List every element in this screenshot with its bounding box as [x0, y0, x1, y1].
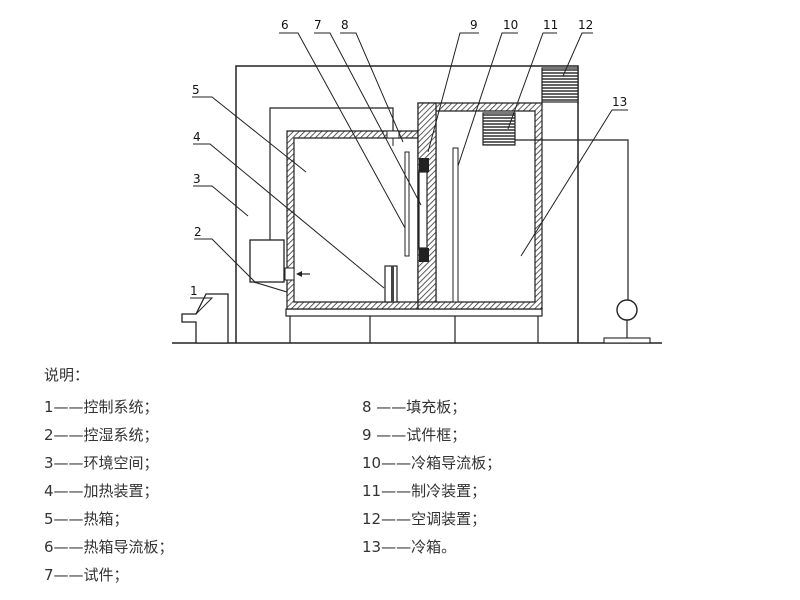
callout-7: 7	[314, 18, 322, 32]
cold-box-baffle	[452, 147, 459, 303]
legend-item: 13——冷箱。	[362, 538, 457, 556]
hot-box-wall	[286, 130, 419, 310]
air-conditioning-unit	[541, 67, 579, 103]
legend-item: 6——热箱导流板；	[44, 538, 174, 556]
environment-space	[235, 65, 579, 343]
callout-4: 4	[193, 130, 201, 144]
fill-plate-top	[419, 158, 429, 172]
leader-lines	[190, 32, 628, 315]
callout-10: 10	[503, 18, 518, 32]
legend-item: 9 ——试件框；	[362, 426, 467, 444]
hot-box-baffle	[404, 151, 410, 257]
legend-item: 10——冷箱导流板；	[362, 454, 502, 472]
callout-3: 3	[193, 172, 201, 186]
heating-device-bar	[391, 266, 394, 302]
cold-box-wall	[417, 102, 543, 310]
callout-1: 1	[190, 284, 198, 298]
humidity-inlet	[284, 267, 295, 281]
gauge-base	[603, 337, 651, 344]
callout-6: 6	[281, 18, 289, 32]
callout-13: 13	[612, 95, 627, 109]
humidity-arrow-head	[296, 271, 302, 277]
humidity-control-system	[249, 239, 285, 283]
legend-item: 2——控湿系统；	[44, 426, 159, 444]
fill-plate-bottom	[419, 248, 429, 262]
legend-item: 1——控制系统；	[44, 398, 159, 416]
callout-2: 2	[194, 225, 202, 239]
callout-8: 8	[341, 18, 349, 32]
support-frame-top	[285, 308, 543, 317]
refrigerant-pipe	[515, 139, 629, 300]
legend-item: 8 ——填充板；	[362, 398, 467, 416]
control-system	[181, 293, 229, 344]
callout-9: 9	[470, 18, 478, 32]
apparatus-diagram: 1 2 3 4 5 6 7 8 9 10 11 12 13	[172, 18, 662, 344]
callout-11: 11	[543, 18, 558, 32]
legend-title: 说明：	[44, 366, 90, 384]
refrigeration-unit	[482, 112, 516, 146]
callout-5: 5	[192, 83, 200, 97]
callout-12: 12	[578, 18, 593, 32]
legend-item: 4——加热装置；	[44, 482, 159, 500]
external-gauge	[616, 299, 638, 321]
legend-item: 7——试件；	[44, 566, 129, 584]
sensor-head	[386, 130, 400, 139]
legend-item: 12——空调装置；	[362, 510, 487, 528]
legend-item: 3——环境空间；	[44, 454, 159, 472]
legend-item: 11——制冷装置；	[362, 482, 487, 500]
specimen	[418, 171, 428, 249]
legend-item: 5——热箱；	[44, 510, 129, 528]
